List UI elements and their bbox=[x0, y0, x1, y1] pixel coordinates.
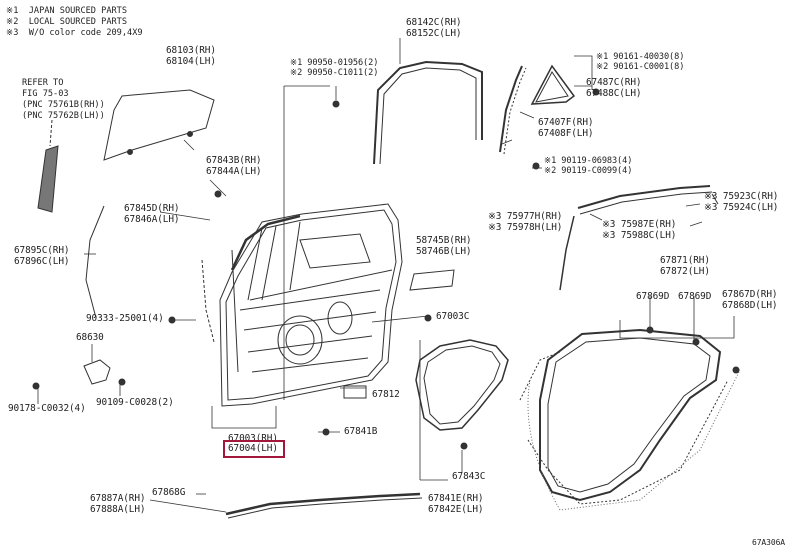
figure-code: 67A306A bbox=[752, 538, 786, 547]
part-label-67869-right[interactable]: 67869D bbox=[678, 291, 712, 302]
wire-harness bbox=[85, 205, 105, 319]
part-label-58745[interactable]: 58745B(RH) 58746B(LH) bbox=[416, 235, 472, 257]
part-label-75977[interactable]: ※3 75977H(RH) ※3 75978H(LH) bbox=[488, 211, 563, 233]
part-label-90178[interactable]: 90178-C0032(4) bbox=[8, 403, 86, 414]
part-label-67487[interactable]: 67487C(RH) 67488C(LH) bbox=[586, 77, 642, 99]
part-label-67867[interactable]: 67867D(RH) 67868D(LH) bbox=[722, 289, 778, 311]
refer-line-2: FIG 75-03 bbox=[22, 89, 69, 99]
note-local-sourced: ※2 LOCAL SOURCED PARTS bbox=[6, 17, 128, 27]
part-label-67003-rh[interactable]: 67003(RH) bbox=[228, 433, 278, 444]
part-label-67843c[interactable]: 67843C bbox=[452, 471, 486, 482]
part-label-67407[interactable]: 67407F(RH) 67408F(LH) bbox=[538, 117, 594, 139]
refer-line-1: REFER TO bbox=[22, 78, 64, 88]
note-color-code: ※3 W/O color code 209,4X9 bbox=[6, 28, 143, 38]
part-label-90161[interactable]: ※1 90161-40030(8) ※2 90161-C0001(8) bbox=[596, 52, 685, 72]
fasteners bbox=[32, 88, 740, 450]
part-label-75987[interactable]: ※3 75987E(RH) ※3 75988C(LH) bbox=[602, 219, 677, 241]
hinge bbox=[83, 359, 111, 385]
part-label-67895[interactable]: 67895C(RH) 67896C(LH) bbox=[14, 245, 70, 267]
door-frame bbox=[219, 203, 403, 407]
small-glass bbox=[530, 64, 576, 105]
refer-line-3: (PNC 75761B(RH)) bbox=[22, 100, 105, 110]
window-run bbox=[373, 60, 483, 165]
part-label-68142[interactable]: 68142C(RH) 68152C(LH) bbox=[406, 17, 462, 39]
part-label-67887[interactable]: 67887A(RH) 67888A(LH) bbox=[90, 493, 146, 515]
door-seal bbox=[519, 328, 741, 511]
part-label-90333[interactable]: 90333-25001(4) bbox=[86, 313, 164, 324]
service-hole-cover bbox=[415, 339, 509, 431]
division-bar bbox=[499, 65, 527, 155]
belt-moulding bbox=[225, 492, 421, 516]
part-label-67871[interactable]: 67871(RH) 67872(LH) bbox=[660, 255, 710, 277]
part-label-67841e[interactable]: 67841E(RH) 67842E(LH) bbox=[428, 493, 484, 515]
part-label-67004-lh[interactable]: 67004(LH) bbox=[228, 443, 278, 454]
part-label-75923[interactable]: ※3 75923C(RH) ※3 75924C(LH) bbox=[704, 191, 779, 213]
garnish-strips bbox=[559, 185, 719, 291]
leader-lines bbox=[37, 38, 735, 513]
note-japan-sourced: ※1 JAPAN SOURCED PARTS bbox=[6, 6, 128, 16]
handle-bezel bbox=[343, 385, 367, 399]
bracket bbox=[409, 269, 455, 291]
part-label-90950[interactable]: ※1 90950-01956(2) ※2 90950-C1011(2) bbox=[290, 58, 379, 78]
part-label-67841b[interactable]: 67841B bbox=[344, 426, 378, 437]
part-label-68630[interactable]: 68630 bbox=[76, 332, 104, 343]
quarter-glass bbox=[103, 89, 215, 161]
part-label-67869-left[interactable]: 67869D bbox=[636, 291, 670, 302]
part-label-67812[interactable]: 67812 bbox=[372, 389, 400, 400]
part-label-90109[interactable]: 90109-C0028(2) bbox=[96, 397, 174, 408]
part-label-67868g[interactable]: 67868G bbox=[152, 487, 186, 498]
part-label-67003c[interactable]: 67003C bbox=[436, 311, 470, 322]
part-label-67843[interactable]: 67843B(RH) 67844A(LH) bbox=[206, 155, 262, 177]
part-label-67845[interactable]: 67845D(RH) 67846A(LH) bbox=[124, 203, 180, 225]
part-label-90119[interactable]: ※1 90119-06983(4) ※2 90119-C0099(4) bbox=[544, 156, 633, 176]
selected-part-highlight bbox=[223, 440, 285, 458]
refer-line-4: (PNC 75762B(LH)) bbox=[22, 111, 105, 121]
pillar-trim bbox=[37, 119, 59, 213]
part-label-68103[interactable]: 68103(RH) 68104(LH) bbox=[166, 45, 216, 67]
